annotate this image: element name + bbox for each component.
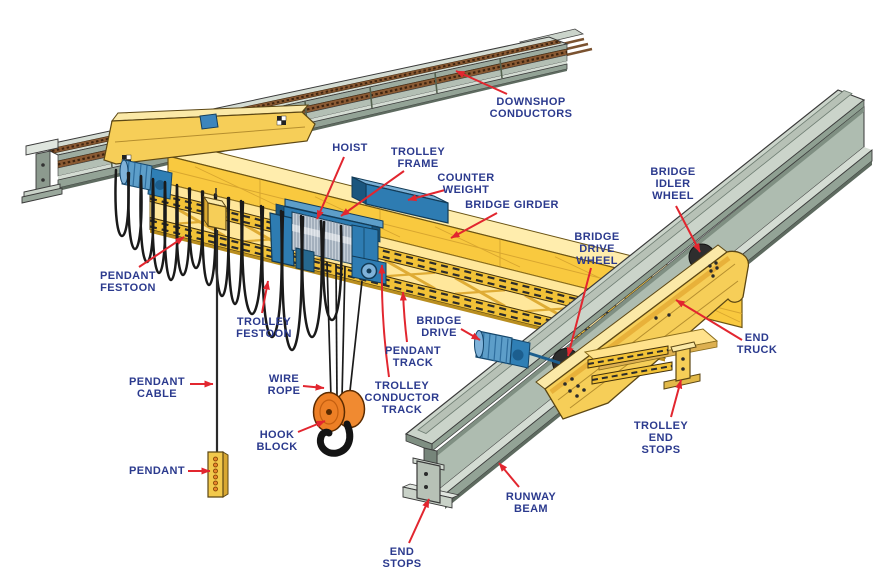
label-hoist: HOIST: [332, 142, 368, 154]
label-line: FRAME: [397, 158, 439, 170]
label-line: ROPE: [267, 385, 301, 397]
label-line: BLOCK: [256, 441, 298, 453]
far-truck-motor: [199, 113, 219, 130]
checker-mark: [276, 115, 287, 126]
label-line: STOPS: [382, 558, 422, 570]
label-line: WHEEL: [652, 190, 694, 202]
arrow-bridge-drive: [460, 328, 481, 341]
pendant-control: [207, 451, 229, 498]
arrow-bridge-drive-wheel: [566, 267, 592, 357]
hook-shape: [316, 420, 354, 457]
bridge-drive-motor: [474, 330, 561, 369]
label-line: COUNTER: [437, 172, 495, 184]
label-line: END: [648, 432, 674, 444]
label-line: STOPS: [641, 444, 681, 456]
label-line: BRIDGE: [650, 166, 696, 178]
label-line: IDLER: [655, 178, 691, 190]
label-line: WHEEL: [576, 255, 618, 267]
label-line: PENDANT: [100, 270, 156, 282]
label-line: END: [744, 332, 770, 344]
arrow-hook-block: [297, 420, 326, 433]
label-line: CONDUCTORS: [489, 108, 573, 120]
label-line: BRIDGE: [574, 231, 620, 243]
label-line: CONDUCTOR: [364, 392, 440, 404]
arrow-bridge-girder: [450, 212, 498, 239]
label-line: FESTOON: [236, 328, 292, 340]
label-line: PENDANT: [129, 376, 185, 388]
label-line: HOOK: [259, 429, 295, 441]
arrow-runway-beam: [498, 462, 520, 488]
label-line: TROLLEY: [236, 316, 292, 328]
bolt-dots: [563, 261, 719, 398]
arrow-pendant-track: [399, 291, 408, 343]
label-bridge-girder: BRIDGE GIRDER: [465, 199, 559, 211]
label-line: BEAM: [514, 503, 548, 515]
label-line: TRACK: [392, 357, 434, 369]
label-line: DRIVE: [421, 327, 457, 339]
arrow-pendant-festoon: [138, 236, 185, 268]
label-line: TRUCK: [736, 344, 778, 356]
arrow-end-stops: [408, 498, 430, 544]
label-line: PENDANT: [129, 465, 185, 477]
label-line: TRACK: [381, 404, 423, 416]
label-line: CABLE: [137, 388, 177, 400]
label-pendant: PENDANT: [129, 465, 185, 477]
label-line: WIRE: [268, 373, 300, 385]
label-line: TROLLEY: [374, 380, 430, 392]
label-line: FESTOON: [100, 282, 156, 294]
arrow-counter-weight: [407, 189, 446, 202]
label-line: END: [389, 546, 415, 558]
arrow-trolley-frame: [340, 170, 405, 217]
arrow-trolley-conductor-track: [378, 264, 390, 378]
trolley-track-extension: [587, 345, 673, 385]
label-line: BRIDGE: [416, 315, 462, 327]
label-line: DOWNSHOP: [496, 96, 566, 108]
arrow-trolley-festoon: [261, 280, 270, 314]
end-truck-far: [103, 104, 316, 165]
label-line: HOIST: [332, 142, 368, 154]
arrow-trolley-end-stops: [670, 379, 683, 418]
arrow-end-truck: [675, 299, 743, 341]
arrow-hoist: [316, 156, 345, 220]
arrow-bridge-idler-wheel: [675, 205, 701, 253]
label-line: RUNWAY: [505, 491, 557, 503]
wire-ropes: [326, 261, 363, 401]
arrow-downshop-conductors: [455, 70, 508, 95]
trolley-end-stop-bracket: [663, 341, 701, 390]
label-line: TROLLEY: [390, 146, 446, 158]
pendant-junction-box: [202, 188, 228, 231]
label-line: PENDANT: [385, 345, 441, 357]
runway-end-stop: [412, 457, 445, 504]
arrow-wire-rope: [302, 383, 325, 391]
label-line: DRIVE: [579, 243, 615, 255]
label-line: WEIGHT: [442, 184, 490, 196]
label-line: TROLLEY: [633, 420, 689, 432]
label-line: BRIDGE GIRDER: [465, 199, 559, 211]
